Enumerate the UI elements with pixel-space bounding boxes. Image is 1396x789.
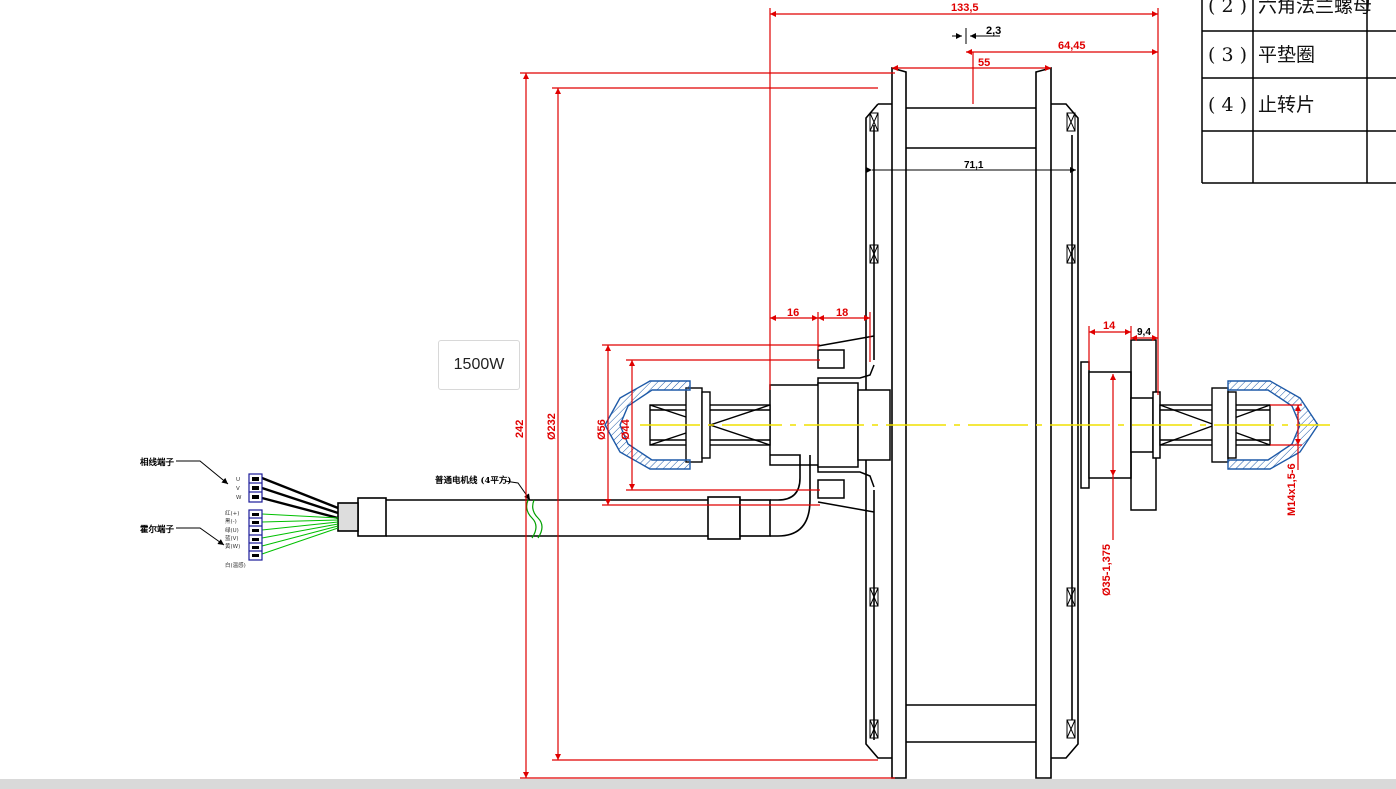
left-hub-assembly xyxy=(769,335,891,513)
hall-wire-black: 黑(-) xyxy=(225,518,237,525)
hub-body xyxy=(865,66,1079,779)
dim-left-flange-a: 16 xyxy=(787,307,799,319)
parts-table-row-4-num: ( 4 ) xyxy=(1208,94,1247,116)
dim-right-offset: 64,45 xyxy=(1058,40,1086,52)
dim-outer-diameter: 242 xyxy=(514,420,526,438)
motor-cable xyxy=(337,454,811,540)
hall-wire-yellow: 黄(W) xyxy=(225,542,240,550)
parts-table-row-3-name: 平垫圈 xyxy=(1258,44,1315,66)
cable-break-mark xyxy=(526,499,537,539)
phase-wire-v: V xyxy=(236,486,240,492)
parts-table-row-2-num: ( 2 ) xyxy=(1208,0,1247,17)
phase-wires xyxy=(261,476,339,520)
bolt-symbols xyxy=(869,112,1076,739)
dim-bearing: Ø35-1,375 xyxy=(1101,544,1113,596)
dim-cap-inner: Ø44 xyxy=(620,418,632,440)
parts-table xyxy=(1201,0,1396,184)
power-label: 1500W xyxy=(438,340,520,390)
dim-overall-width: 133,5 xyxy=(951,2,979,14)
dimension-lines xyxy=(520,8,1302,779)
hall-terminal-label: 霍尔端子 xyxy=(140,524,175,535)
phase-terminal-label: 相线端子 xyxy=(140,457,175,468)
hall-wire-white: 白(温感) xyxy=(225,561,246,569)
bottom-scrollbar[interactable] xyxy=(0,779,1396,789)
dim-right-flange-a: 14 xyxy=(1103,320,1116,332)
phase-wire-w: W xyxy=(236,495,242,501)
dim-right-flange-b: 9,4 xyxy=(1137,327,1151,338)
hall-terminal-block xyxy=(248,509,263,561)
dim-stator-width: 71,1 xyxy=(964,160,984,171)
dim-rim-diameter: Ø232 xyxy=(546,413,558,440)
hall-wire-blue: 蓝(V) xyxy=(225,534,239,542)
parts-table-row-3-num: ( 3 ) xyxy=(1208,44,1247,66)
parts-table-row-2-name: 六角法兰螺母 xyxy=(1258,0,1372,17)
dim-cap-outer: Ø56 xyxy=(596,419,608,440)
right-cap-nut xyxy=(1227,380,1319,470)
hall-wire-red: 红(+) xyxy=(225,509,239,517)
dim-offset: 2,3 xyxy=(986,25,1001,37)
parts-table-row-4-name: 止转片 xyxy=(1258,94,1315,116)
dim-thread: M14x1,5-6 xyxy=(1286,463,1298,516)
hall-wires xyxy=(261,513,339,555)
phase-wire-u: U xyxy=(236,477,240,483)
left-cap-nut xyxy=(604,380,691,470)
dim-rim-width: 55 xyxy=(978,57,990,69)
hall-wire-green: 绿(U) xyxy=(225,526,239,534)
dim-left-flange-b: 18 xyxy=(836,307,848,319)
cable-spec-label: 普通电机线 (4平方) xyxy=(435,475,511,486)
black-dimension-lines xyxy=(866,28,1076,173)
